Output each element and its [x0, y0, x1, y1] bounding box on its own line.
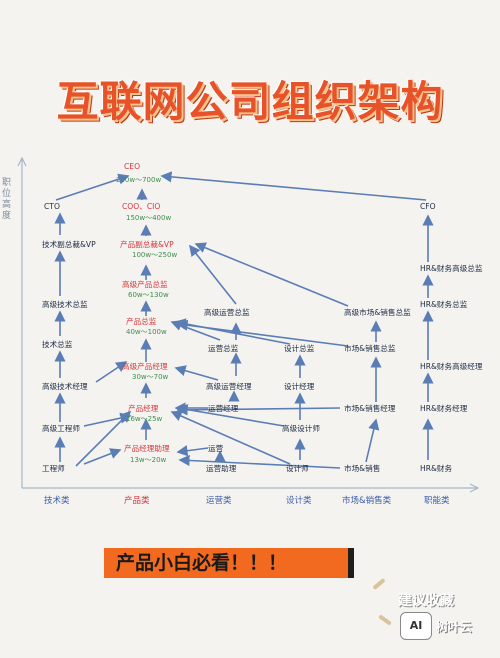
node-tech-dir: 技术总监: [42, 340, 73, 349]
column-product: 产品类: [124, 496, 150, 506]
node-ops-mgr: 运营经理: [208, 404, 239, 413]
node-ops: 运营: [208, 444, 224, 453]
node-senior-designer: 高级设计师: [282, 424, 320, 433]
salary-coo: 150w～400w: [126, 214, 172, 222]
salary-prod-senior-dir: 60w～130w: [128, 291, 169, 299]
arrow-lines: [54, 171, 434, 469]
node-cfo: CFO: [420, 202, 436, 211]
node-cto: CTO: [44, 202, 60, 211]
node-prod-vp: 产品副总裁&VP: [120, 240, 174, 249]
node-prod-asst: 产品经理助理: [124, 444, 170, 453]
node-tech-senior-dir: 高级技术总监: [42, 300, 88, 309]
ai-logo-icon: AI: [400, 612, 432, 640]
node-design-dir: 设计总监: [284, 344, 315, 353]
node-ops-senior-dir: 高级运营总监: [204, 308, 250, 317]
node-coo: COO、CIO: [122, 202, 161, 211]
node-tech-senior-mgr: 高级技术经理: [42, 382, 88, 391]
axes: [17, 156, 480, 493]
brand-name: 树叶云: [436, 620, 473, 634]
salary-prod-asst: 13w～20w: [130, 456, 167, 464]
column-functions: 职能类: [424, 496, 450, 506]
node-mkt-dir: 市场&销售总监: [344, 344, 396, 353]
node-hr-dir: HR&财务总监: [420, 300, 468, 309]
node-engineer: 工程师: [42, 464, 65, 473]
node-prod-dir: 产品总监: [126, 317, 157, 326]
node-ceo: CEO: [124, 162, 141, 171]
bookmark-text: 建议收藏: [398, 593, 454, 609]
node-prod-senior-dir: 高级产品总监: [122, 280, 168, 289]
salary-prod-mgr: 16w～25w: [126, 415, 163, 423]
node-hr-mgr: HR&财务经理: [420, 404, 468, 413]
node-hr-senior-dir: HR&财务高级总监: [420, 264, 483, 273]
page-title: 互联网公司组织架构: [56, 77, 444, 126]
node-mkt-mgr: 市场&销售经理: [344, 404, 396, 413]
salary-prod-dir: 40w～100w: [126, 328, 167, 336]
column-tech: 技术类: [44, 496, 70, 506]
node-tech-vp: 技术副总裁&VP: [42, 240, 96, 249]
node-mkt: 市场&销售: [344, 464, 381, 473]
banner: 产品小白必看！！！: [104, 548, 354, 578]
salary-ceo: 200w～700w: [116, 176, 162, 184]
column-design: 设计类: [286, 496, 312, 506]
node-ops-asst: 运营助理: [206, 464, 237, 473]
node-ops-senior-mgr: 高级运营经理: [206, 382, 252, 391]
column-ops: 运营类: [206, 496, 232, 506]
node-hr-senior-mgr: HR&财务高级经理: [420, 362, 483, 371]
node-prod-senior-mgr: 高级产品经理: [122, 362, 168, 371]
salary-prod-senior-mgr: 30w～70w: [132, 373, 169, 381]
node-mkt-senior-dir: 高级市场&销售总监: [344, 308, 411, 317]
node-hr: HR&财务: [420, 464, 453, 473]
node-senior-eng: 高级工程师: [42, 424, 80, 433]
salary-prod-vp: 100w～250w: [132, 251, 178, 259]
node-ops-dir: 运营总监: [208, 344, 239, 353]
node-prod-mgr: 产品经理: [128, 404, 159, 413]
node-designer: 设计师: [286, 464, 309, 473]
column-marketing: 市场&销售类: [342, 496, 392, 506]
y-axis-label: 职位高度: [2, 178, 12, 221]
node-design-mgr: 设计经理: [284, 382, 315, 391]
